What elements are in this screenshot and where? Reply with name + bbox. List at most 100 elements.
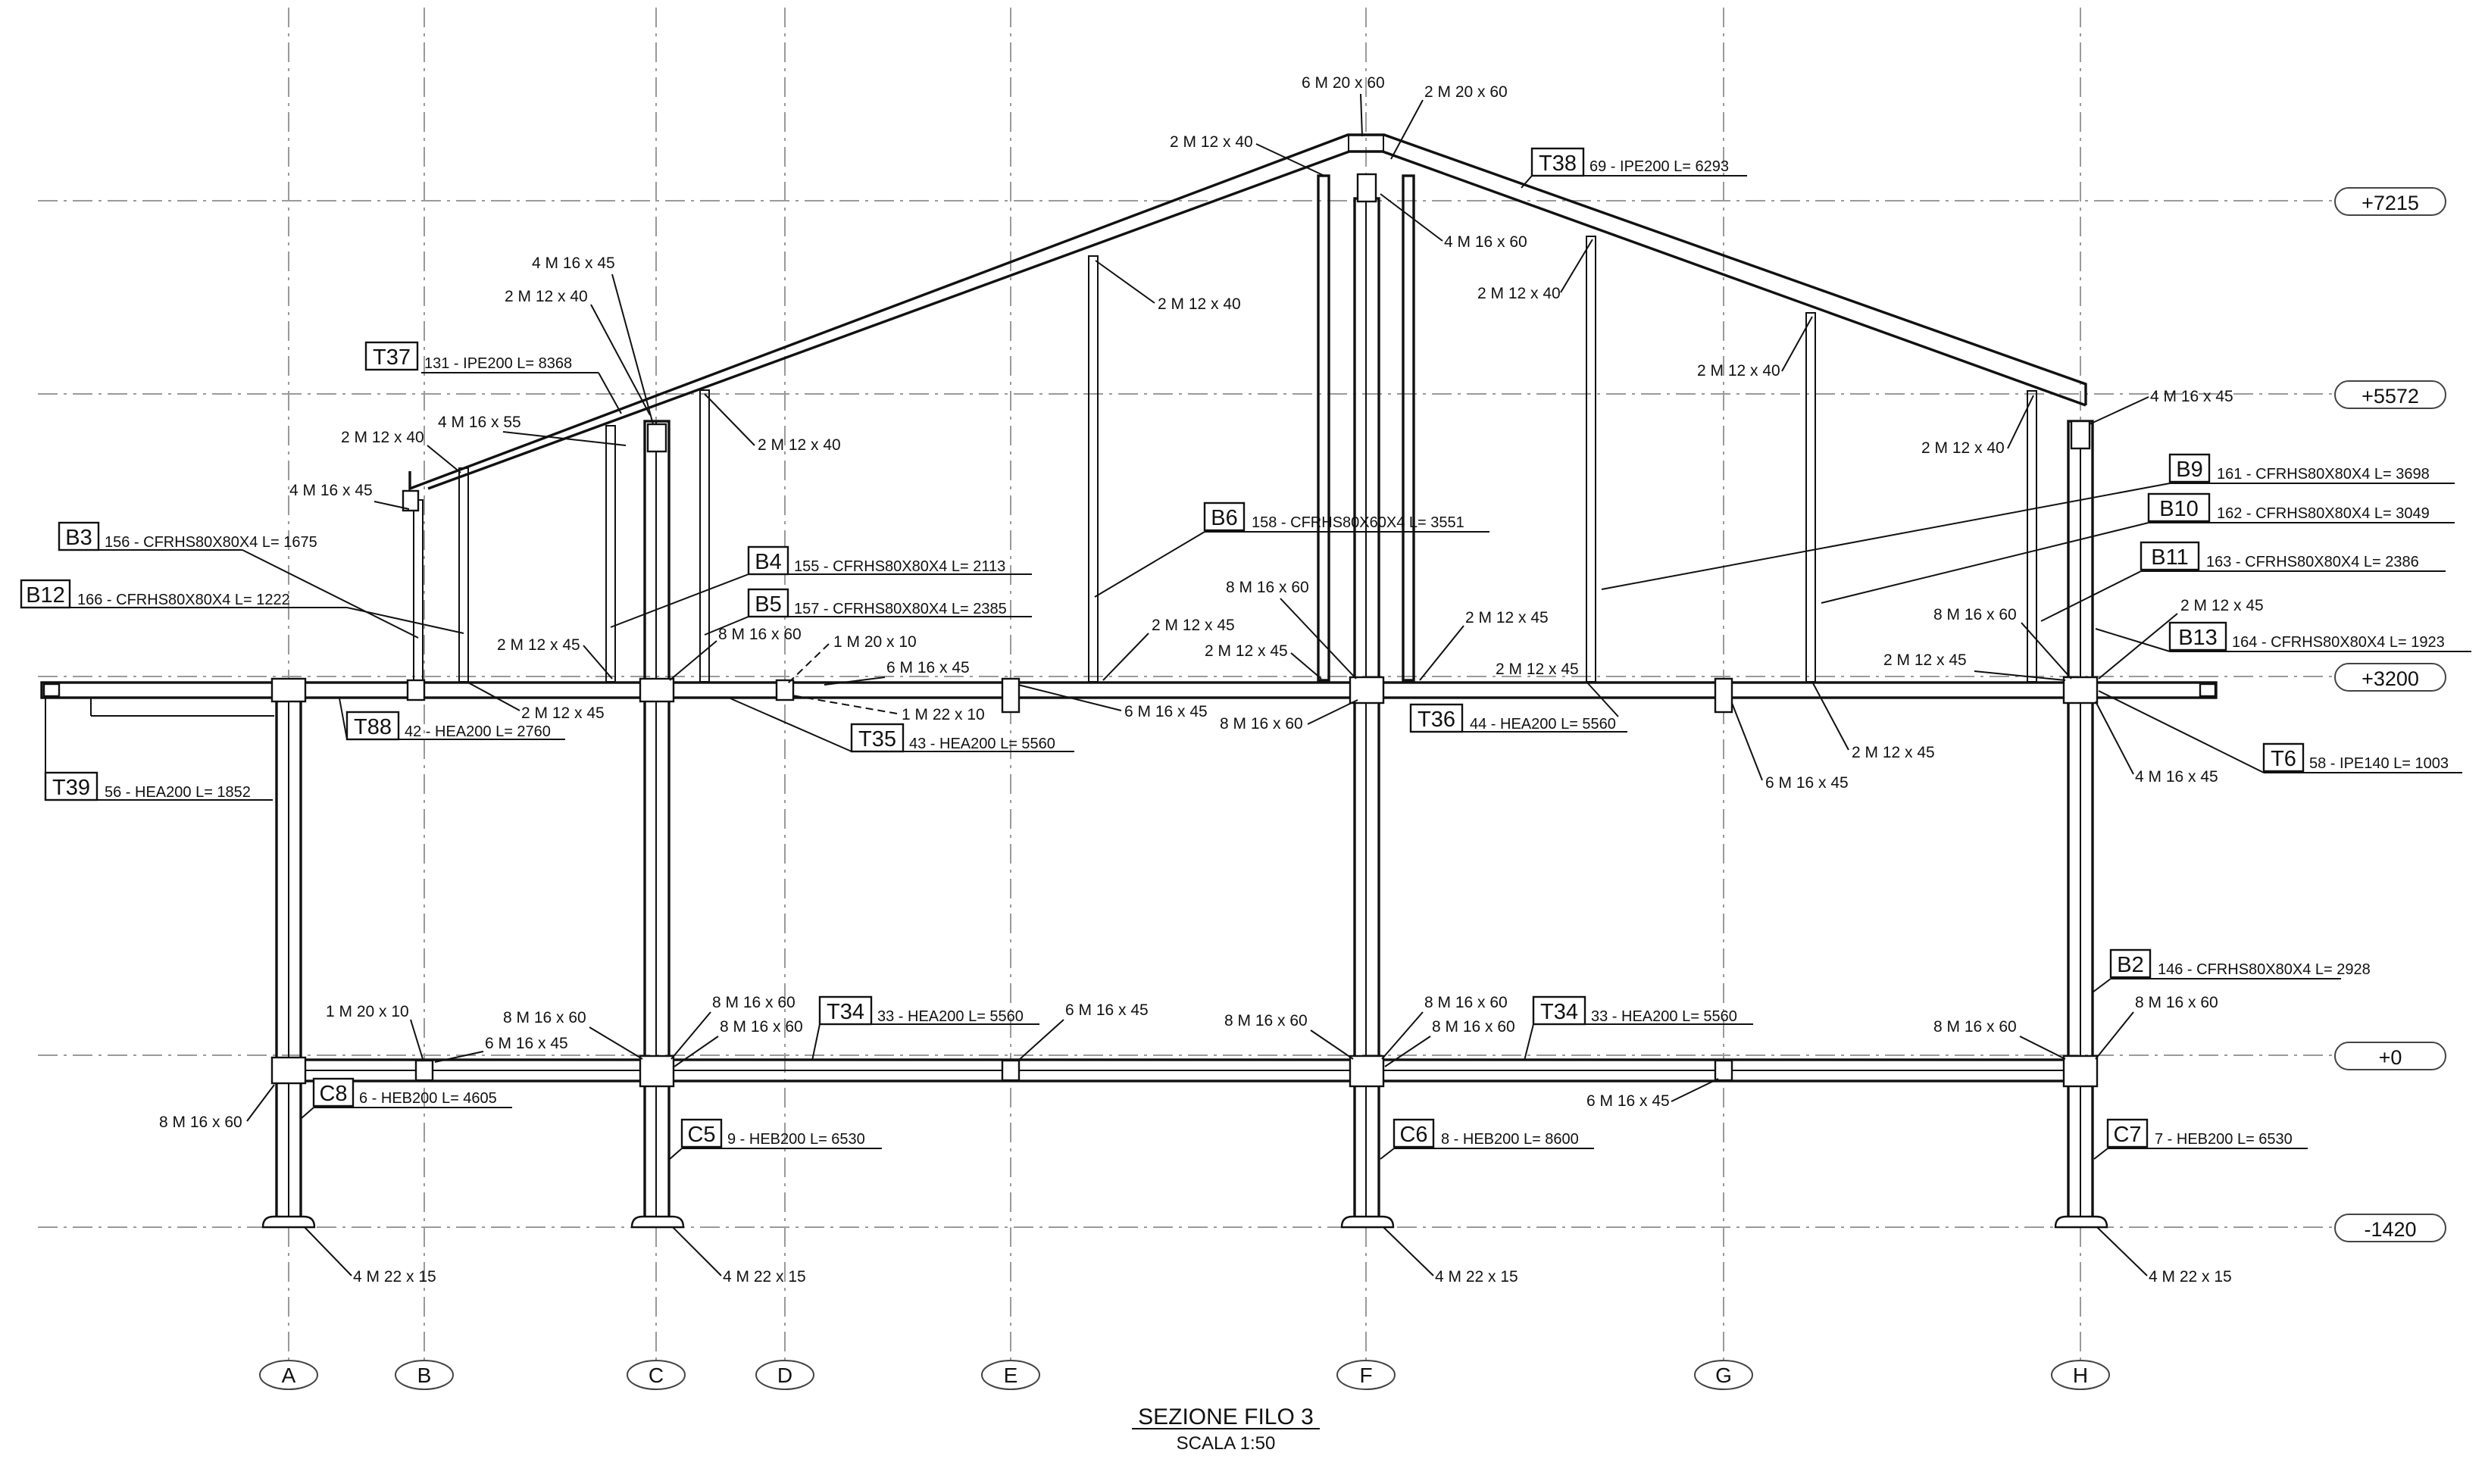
bolt-label: 8 M 16 x 60 <box>2135 994 2218 1011</box>
axis-label: H <box>2073 1364 2088 1387</box>
member-desc-t36: 44 - HEA200 L= 5560 <box>1470 716 1616 733</box>
bolt-label: 2 M 12 x 45 <box>1852 744 1935 761</box>
lower-floor-beam <box>283 1058 2089 1083</box>
bolt-label: 4 M 16 x 45 <box>289 482 373 499</box>
bolt-label: 8 M 16 x 60 <box>712 994 796 1011</box>
bolt-label: 4 M 16 x 45 <box>2150 388 2233 405</box>
bolt-label: 6 M 16 x 45 <box>485 1035 568 1052</box>
bolt-label: 4 M 16 x 60 <box>1444 233 1527 251</box>
level-label: -1420 <box>2364 1218 2416 1241</box>
axis-label: B <box>417 1364 432 1387</box>
member-tag-b13: B13 <box>2178 626 2218 650</box>
bolt-label: 6 M 16 x 45 <box>1065 1001 1149 1019</box>
bolt-label: 1 M 20 x 10 <box>833 633 917 651</box>
bolt-label: 2 M 12 x 40 <box>1158 295 1241 313</box>
axis-label: C <box>649 1364 664 1387</box>
level-label: +5572 <box>2362 385 2419 408</box>
axis-label: F <box>1359 1364 1372 1387</box>
bolt-label: 2 M 12 x 40 <box>505 288 588 305</box>
member-tag-b9: B9 <box>2176 458 2202 482</box>
bolt-label: 2 M 12 x 40 <box>341 429 424 446</box>
member-desc-c8: 6 - HEB200 L= 4605 <box>359 1090 497 1107</box>
bolt-label: 1 M 20 x 10 <box>326 1003 409 1020</box>
member-desc-b10: 162 - CFRHS80X80X4 L= 3049 <box>2217 505 2430 522</box>
bolt-label: 4 M 22 x 15 <box>723 1268 806 1286</box>
member-desc-b13: 164 - CFRHS80X80X4 L= 1923 <box>2232 634 2445 651</box>
bolt-label: 1 M 22 x 10 <box>902 706 985 723</box>
bolt-label: 2 M 12 x 40 <box>1921 439 2005 457</box>
roof-rafters <box>408 133 2087 491</box>
member-desc-t34: 33 - HEA200 L= 5560 <box>1591 1008 1737 1025</box>
member-desc-b3: 156 - CFRHS80X80X4 L= 1675 <box>105 534 317 551</box>
bolt-label: 2 M 12 x 40 <box>758 436 841 454</box>
member-tag-c6: C6 <box>1399 1123 1427 1147</box>
member-tag-b4: B4 <box>755 550 781 574</box>
member-tag-t39: T39 <box>52 776 90 800</box>
member-tag-t37: T37 <box>373 345 411 370</box>
connection-plates <box>270 173 2099 1088</box>
member-desc-b11: 163 - CFRHS80X80X4 L= 2386 <box>2206 554 2419 570</box>
column-bases <box>261 1215 2108 1229</box>
drawing-scale: SCALA 1:50 <box>1177 1433 1276 1454</box>
bolt-label: 2 M 12 x 45 <box>1465 609 1549 626</box>
bolt-label: 8 M 16 x 60 <box>503 1009 586 1026</box>
bolt-label: 6 M 16 x 45 <box>1586 1092 1670 1110</box>
member-tag-b3: B3 <box>65 526 92 550</box>
member-desc-b6: 158 - CFRHS80X60X4 L= 3551 <box>1252 514 1464 531</box>
bolt-label: 2 M 12 x 40 <box>1477 285 1561 302</box>
member-desc-t6: 58 - IPE140 L= 1003 <box>2309 755 2449 772</box>
member-tag-b2: B2 <box>2117 953 2143 977</box>
bolt-label: 4 M 16 x 45 <box>2135 768 2218 786</box>
bolt-label: 8 M 16 x 60 <box>1226 579 1309 596</box>
bolt-label: 2 M 12 x 45 <box>521 705 605 722</box>
drawing-title-block: SEZIONE FILO 3 SCALA 1:50 <box>1132 1404 1320 1454</box>
bolt-label: 8 M 16 x 60 <box>1220 715 1303 733</box>
bolt-labels: 6 M 20 x 60 2 M 20 x 60 2 M 12 x 40 4 M … <box>159 74 2264 1286</box>
columns <box>275 174 2094 1228</box>
member-desc-c7: 7 - HEB200 L= 6530 <box>2155 1131 2293 1148</box>
member-tag-t38: T38 <box>1539 152 1577 176</box>
bolt-label: 8 M 16 x 60 <box>1224 1012 1308 1029</box>
axis-label: A <box>282 1364 296 1387</box>
member-desc-b4: 155 - CFRHS80X80X4 L= 2113 <box>794 558 1005 575</box>
member-desc-b2: 146 - CFRHS80X80X4 L= 2928 <box>2158 961 2371 978</box>
bolt-label: 8 M 16 x 60 <box>159 1114 242 1131</box>
member-desc-t88: 42 - HEA200 L= 2760 <box>405 723 551 740</box>
bolt-label: 6 M 16 x 45 <box>1765 774 1849 792</box>
axis-label: G <box>1715 1364 1732 1387</box>
bolt-label: 4 M 16 x 45 <box>532 255 615 272</box>
level-tags: +7215 +5572 +3200 +0 -1420 <box>2334 187 2446 1242</box>
axis-label: E <box>1004 1364 1018 1387</box>
member-tag-t35: T35 <box>858 727 896 751</box>
member-tag-b11: B11 <box>2151 545 2188 570</box>
member-tag-t36: T36 <box>1418 708 1455 732</box>
bolt-label: 6 M 20 x 60 <box>1302 74 1385 92</box>
bolt-label: 4 M 16 x 55 <box>438 414 521 431</box>
bolt-label: 4 M 22 x 15 <box>1435 1268 1518 1286</box>
upper-floor-beam <box>40 681 2218 717</box>
bolt-label: 8 M 16 x 60 <box>1933 606 2017 623</box>
member-desc-b9: 161 - CFRHS80X80X4 L= 3698 <box>2217 466 2430 483</box>
member-desc-t39: 56 - HEA200 L= 1852 <box>105 784 251 801</box>
member-tag-b10: B10 <box>2159 497 2199 521</box>
bolt-label: 4 M 22 x 15 <box>2149 1268 2232 1286</box>
bolt-label: 2 M 12 x 45 <box>1152 617 1235 634</box>
member-tag-c7: C7 <box>2113 1123 2141 1147</box>
member-desc-c5: 9 - HEB200 L= 6530 <box>727 1131 865 1148</box>
member-tag-c5: C5 <box>687 1123 715 1147</box>
member-tag-t34: T34 <box>827 1000 864 1024</box>
axis-bubbles: A B C D E F G H <box>259 1360 2110 1390</box>
bolt-label: 2 M 12 x 40 <box>1697 362 1780 380</box>
axis-label: D <box>777 1364 792 1387</box>
bolt-label: 8 M 16 x 60 <box>720 1018 803 1036</box>
bolt-label: 6 M 16 x 45 <box>1124 703 1208 720</box>
member-desc-t35: 43 - HEA200 L= 5560 <box>909 736 1055 752</box>
member-tag-c8: C8 <box>319 1082 347 1106</box>
member-tag-t34: T34 <box>1540 1000 1578 1024</box>
member-tag-b12: B12 <box>26 583 65 608</box>
member-desc-b12: 166 - CFRHS80X80X4 L= 1222 <box>77 592 290 608</box>
bolt-label: 2 M 12 x 45 <box>1883 651 1967 669</box>
bolt-label: 4 M 22 x 15 <box>353 1268 436 1286</box>
level-label: +3200 <box>2362 667 2419 690</box>
